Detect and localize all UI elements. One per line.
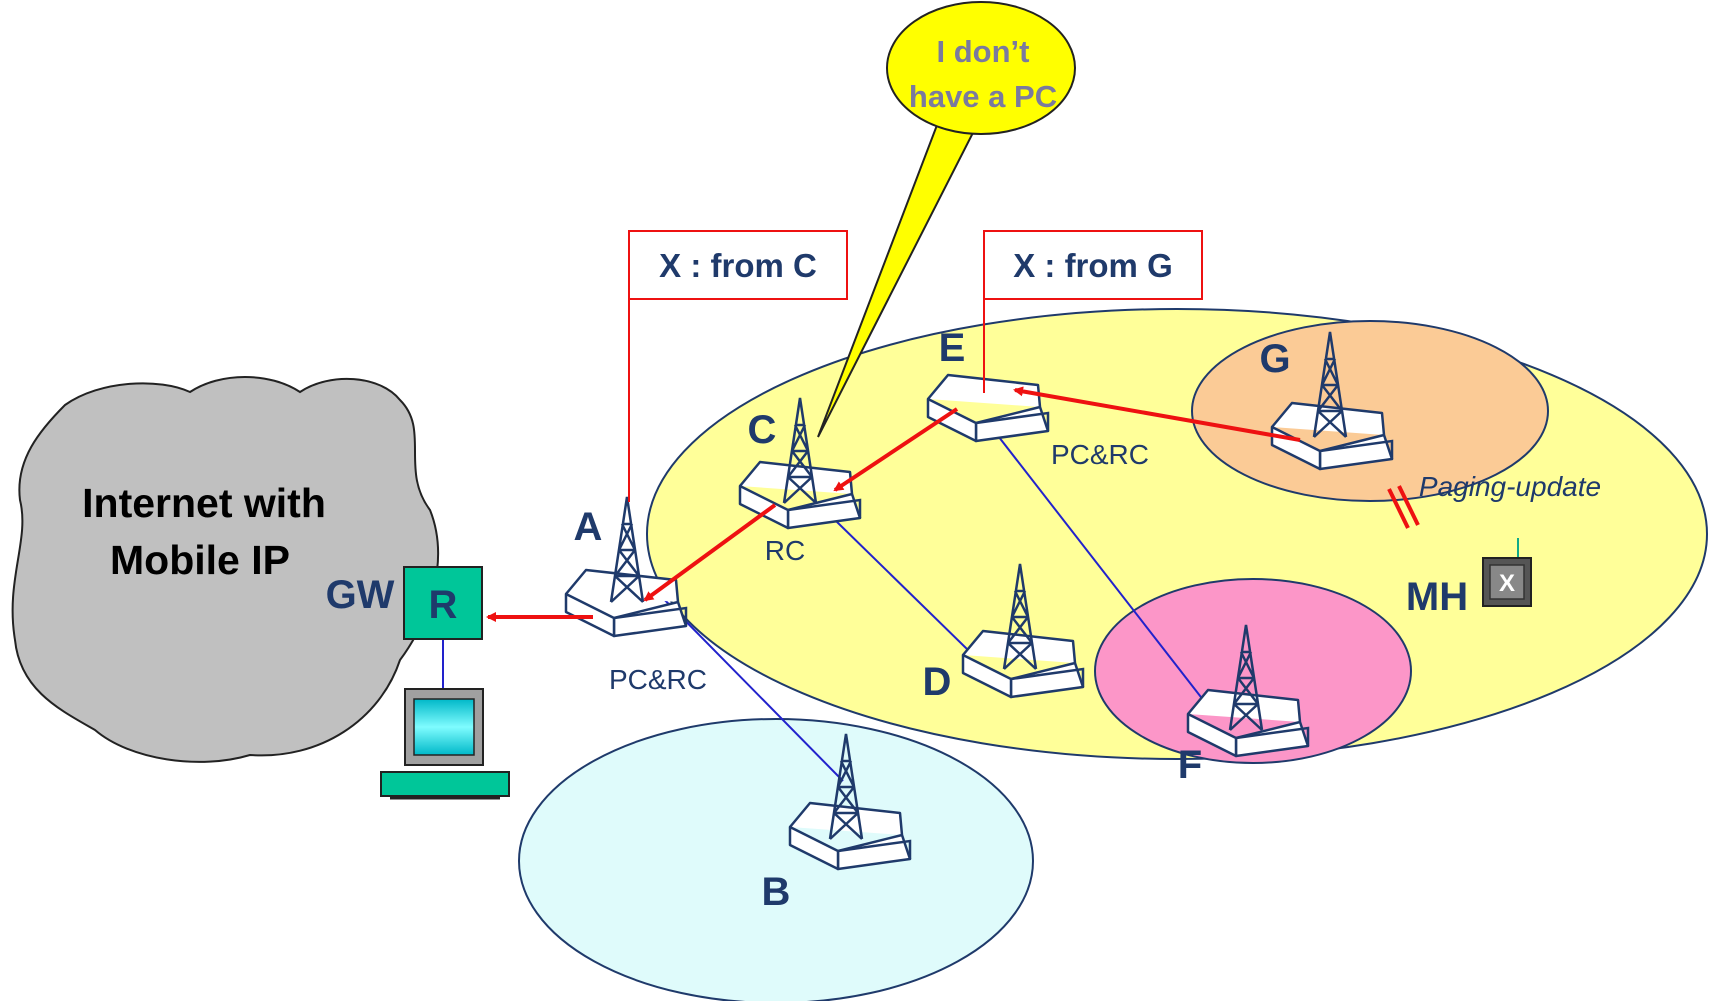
label-c: C (748, 408, 777, 452)
cloud-label-line2: Mobile IP (110, 537, 290, 583)
mh-device-mark: X (1499, 570, 1515, 597)
label-c-role: RC (765, 535, 805, 566)
router-box (403, 566, 483, 640)
bubble-line1: I don’t (937, 34, 1030, 69)
callout-from-g: X : from G (983, 230, 1203, 393)
area-b (518, 718, 1034, 1001)
label-a-role: PC&RC (609, 664, 707, 695)
label-e: E (939, 326, 966, 370)
cloud-label-line1: Internet with (82, 480, 326, 526)
paging-update-label: Paging-update (1419, 471, 1601, 502)
callout-from-c-text: X : from C (659, 247, 817, 284)
link-e-f (994, 431, 1205, 702)
speech-bubble: I don’t have a PC (817, 1, 1076, 438)
label-g: G (1259, 337, 1290, 381)
paging-update-mark (1387, 485, 1420, 529)
callout-from-c: X : from C (628, 230, 848, 502)
router-label: R (429, 583, 458, 627)
label-e-role: PC&RC (1051, 439, 1149, 470)
label-f: F (1178, 743, 1202, 787)
gw-label: GW (326, 573, 395, 617)
callout-from-g-text: X : from G (1013, 247, 1173, 284)
label-a: A (574, 505, 603, 549)
mh-label: MH (1406, 575, 1468, 619)
mobile-host-icon: X (1482, 538, 1532, 607)
red-arrows (486, 386, 1301, 622)
internet-cloud (11, 376, 439, 763)
bubble-line2: have a PC (909, 79, 1057, 114)
label-d: D (923, 660, 952, 704)
computer-icon (380, 688, 510, 800)
label-b: B (762, 870, 791, 914)
link-c-d (835, 520, 969, 651)
